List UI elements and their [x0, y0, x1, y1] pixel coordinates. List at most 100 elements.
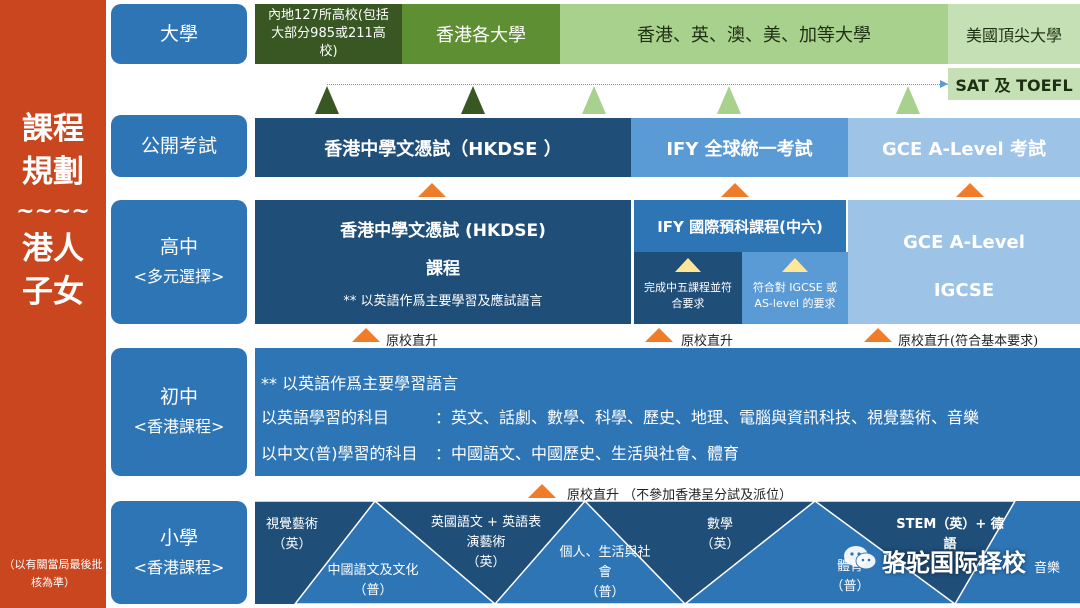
- page-title: 課程 規劃 ~~~~ 港人 子女: [0, 108, 106, 314]
- uni-hk: 香港各大學: [402, 4, 560, 64]
- uni-mainland-text: 內地127所高校(包括大部分985或211高校): [268, 8, 389, 59]
- junior-english-label: 以英語學習的科目: [261, 408, 390, 427]
- row-label-senior: 高中 <多元選擇>: [111, 200, 247, 324]
- junior-chinese-subjects: ：中國語文、中國歷史、生活與社會、體育: [435, 444, 740, 463]
- senior-ify-box: IFY 國際預科課程(中六): [634, 200, 846, 252]
- senior-gce-text: GCE A-Level: [903, 232, 1025, 253]
- title-line: 課程: [22, 111, 84, 147]
- arrow-up-icon: [717, 86, 741, 114]
- arrow-up-icon: [645, 328, 673, 342]
- progress-direct-primary-label: 原校直升 （不參加香港呈分試及派位）: [567, 488, 793, 503]
- subject-lang: （英）: [700, 537, 740, 552]
- senior-hkdse-course: 課程: [426, 259, 460, 279]
- arrow-up-icon: [528, 484, 556, 498]
- subject-name: 視覺藝術: [265, 517, 318, 532]
- senior-hkdse-title: 香港中學文憑試 (HKDSE): [340, 221, 546, 241]
- primary-subject: 視覺藝術 （英）: [257, 515, 327, 555]
- uni-us-top-text: 美國頂尖大學: [965, 26, 1062, 45]
- subject-name: 數學: [706, 517, 733, 532]
- uni-intl: 香港、英、澳、美、加等大學: [560, 4, 948, 64]
- primary-subject: 英國語文 + 英語表演藝術 （英）: [429, 513, 543, 573]
- primary-subject: 中國語文及文化 （普）: [313, 561, 433, 601]
- row-label-text: 公開考試: [140, 135, 217, 157]
- exam-hkdse-text: 香港中學文憑試（HKDSE ）: [324, 138, 562, 160]
- subject-lang: （普）: [830, 579, 870, 594]
- subject-name: 個人、生活與社會: [559, 545, 651, 580]
- senior-hkdse-note: ** 以英語作爲主要學習及應試語言: [343, 294, 543, 309]
- row-label-primary: 小學 <香港課程>: [111, 501, 247, 604]
- senior-hkdse-box: 香港中學文憑試 (HKDSE) 課程 ** 以英語作爲主要學習及應試語言: [255, 200, 631, 324]
- title-line: ~~~~: [16, 198, 90, 224]
- title-line: 港人: [22, 231, 84, 267]
- progress-direct-label: 原校直升: [386, 334, 439, 349]
- exam-hkdse: 香港中學文憑試（HKDSE ）: [255, 118, 631, 177]
- arrow-up-icon: [896, 86, 920, 114]
- subject-name: 中國語文及文化: [327, 563, 419, 578]
- senior-ify-req1: 完成中五課程並符合要求: [644, 281, 732, 310]
- row-label-public-exam: 公開考試: [111, 115, 247, 177]
- watermark-text: 骆驼国际择校: [882, 549, 1026, 577]
- subject-lang: （普）: [585, 585, 625, 600]
- arrow-up-icon: [956, 183, 984, 197]
- row-label-sub: <香港課程>: [133, 417, 225, 436]
- arrow-up-icon: [675, 258, 701, 272]
- arrow-up-icon: [782, 258, 808, 272]
- row-label-sub: <香港課程>: [133, 557, 225, 577]
- title-line: 子女: [22, 274, 84, 310]
- arrow-up-icon: [315, 86, 339, 114]
- dotted-connector: [327, 84, 948, 85]
- arrow-up-icon: [582, 86, 606, 114]
- uni-us-top: 美國頂尖大學: [948, 4, 1080, 64]
- wechat-icon: [842, 544, 878, 572]
- uni-mainland: 內地127所高校(包括大部分985或211高校): [255, 4, 402, 64]
- progress-direct-label: 原校直升: [681, 334, 734, 349]
- primary-subject: 數學 （英）: [675, 515, 765, 555]
- senior-ify-req2: 符合對 IGCSE 或 AS-level 的要求: [752, 281, 838, 310]
- arrow-up-icon: [864, 328, 892, 342]
- subject-lang: （英）: [466, 555, 506, 570]
- senior-gce-box: GCE A-Level IGCSE: [848, 200, 1080, 324]
- exam-gce-text: GCE A-Level 考試: [881, 138, 1046, 160]
- subject-lang: （英）: [272, 537, 312, 552]
- exam-ify: IFY 全球統一考試: [631, 118, 848, 177]
- sat-toefl-text: SAT 及 TOEFL: [955, 76, 1073, 95]
- senior-ify-title: IFY 國際預科課程(中六): [657, 217, 823, 236]
- primary-box: 視覺藝術 （英） 中國語文及文化 （普） 英國語文 + 英語表演藝術 （英） 個…: [255, 501, 1080, 604]
- approval-note: （以有關當局最後批核為準）: [3, 558, 103, 589]
- arrow-up-icon: [352, 328, 380, 342]
- row-label-sub: <多元選擇>: [133, 267, 225, 286]
- left-title-bar: 課程 規劃 ~~~~ 港人 子女 （以有關當局最後批核為準）: [0, 0, 106, 608]
- junior-chinese-label: 以中文(普)學習的科目: [261, 444, 418, 463]
- subject-name: 音樂: [1033, 561, 1060, 576]
- progress-direct-label: 原校直升(符合基本要求): [898, 334, 1039, 349]
- row-label-title: 初中: [159, 386, 198, 408]
- senior-ify-req1-box: 完成中五課程並符合要求: [634, 252, 742, 324]
- primary-subject: 個人、生活與社會 （普）: [557, 543, 653, 603]
- arrow-up-icon: [461, 86, 485, 114]
- exam-ify-text: IFY 全球統一考試: [666, 138, 813, 160]
- title-line: 規劃: [22, 154, 84, 190]
- junior-note: ** 以英語作爲主要學習語言: [261, 374, 459, 393]
- subject-name: 英國語文 + 英語表演藝術: [430, 515, 542, 550]
- junior-box: ** 以英語作爲主要學習語言 以英語學習的科目 ：英文、話劇、數學、科學、歷史、…: [255, 348, 1080, 476]
- exam-gce: GCE A-Level 考試: [848, 118, 1080, 177]
- row-label-title: 小學: [159, 526, 198, 549]
- primary-subject: 音樂: [1017, 559, 1077, 579]
- row-label-junior: 初中 <香港課程>: [111, 348, 247, 476]
- primary-subject: STEM（英）+ 德語: [895, 515, 1005, 555]
- uni-hk-text: 香港各大學: [436, 25, 526, 46]
- row-label-university: 大學: [111, 4, 247, 64]
- subject-lang: （普）: [353, 583, 393, 598]
- senior-igcse-text: IGCSE: [933, 280, 995, 301]
- arrow-up-icon: [418, 183, 446, 197]
- connector-arrowhead: [940, 80, 948, 88]
- junior-english-subjects: ：英文、話劇、數學、科學、歷史、地理、電腦與資訊科技、視覺藝術、音樂: [435, 408, 980, 427]
- row-label-text: 大學: [159, 23, 198, 45]
- uni-intl-text: 香港、英、澳、美、加等大學: [637, 25, 871, 46]
- sat-toefl-box: SAT 及 TOEFL: [948, 68, 1080, 100]
- primary-zigzag: [255, 501, 1080, 604]
- senior-ify-req2-box: 符合對 IGCSE 或 AS-level 的要求: [742, 252, 848, 324]
- subject-name: STEM（英）+ 德語: [896, 517, 1004, 552]
- row-label-title: 高中: [159, 236, 198, 258]
- arrow-up-icon: [721, 183, 749, 197]
